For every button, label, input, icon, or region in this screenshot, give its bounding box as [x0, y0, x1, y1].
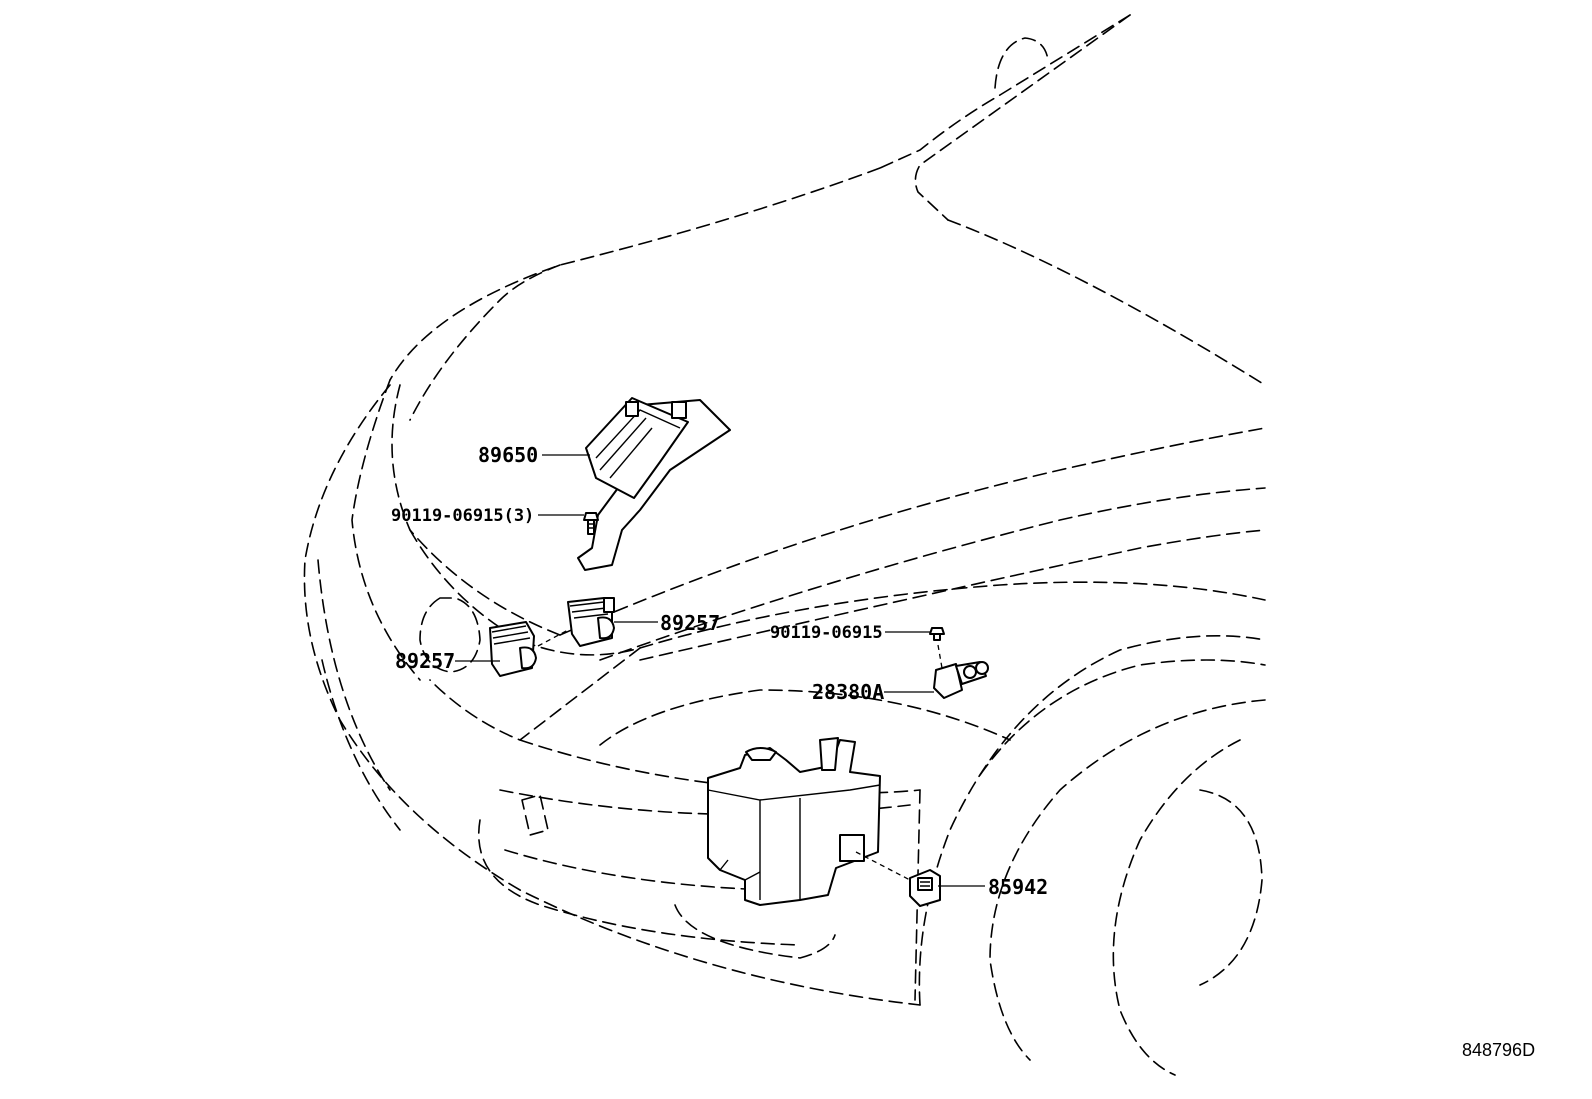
sensor-89257-right-part[interactable]	[567, 597, 615, 647]
ecu-bracket-tab-left	[625, 401, 639, 417]
callout-85942: 85942	[988, 875, 1048, 899]
vehicle-body-outline	[303, 14, 1266, 1076]
washer-tank-assembly	[707, 737, 881, 906]
ecu-bracket	[577, 399, 731, 571]
illustration-id: 848796D	[1462, 1040, 1535, 1060]
ecu-89650-assembly[interactable]	[577, 397, 731, 571]
callout-89257-right: 89257	[660, 611, 720, 635]
ecu-bracket-tab	[671, 401, 687, 419]
sensor-link-line	[537, 629, 569, 647]
callout-89650: 89650	[478, 443, 538, 467]
ecu-module	[585, 397, 689, 499]
bolt-90119-06915[interactable]	[929, 627, 945, 641]
callout-89257-left: 89257	[395, 649, 455, 673]
callout-90119-06915-3: 90119-06915(3)	[391, 506, 534, 526]
callout-90119-06915: 90119-06915	[770, 623, 883, 643]
leader-lines	[455, 454, 985, 887]
callout-28380a: 28380A	[812, 680, 884, 704]
sensor-89257-left-part[interactable]	[489, 621, 537, 677]
connector-85942-part[interactable]	[909, 869, 941, 907]
sensor-28380a-part[interactable]	[933, 661, 989, 699]
bolt-90119-06915-3[interactable]	[583, 512, 599, 535]
